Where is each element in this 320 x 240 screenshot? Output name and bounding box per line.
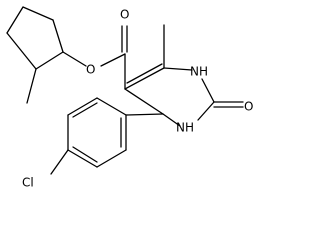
structure-diagram: O O NH NH O Cl (6, 6, 254, 190)
bond (124, 67, 165, 90)
bond (162, 113, 181, 127)
bond (126, 63, 163, 84)
bond (62, 51, 87, 67)
bond (67, 97, 98, 116)
aromatic-inner-bond (72, 146, 98, 163)
ester-oxygen-label: O (86, 63, 95, 77)
bond (163, 67, 193, 71)
bond (197, 101, 215, 121)
cyclopentyl-ring (6, 6, 87, 104)
chlorine-label: Cl (22, 176, 34, 190)
chlorophenyl-ring (50, 97, 164, 175)
bond (22, 6, 54, 21)
pyrimidinone-ring (124, 24, 244, 127)
carbonyl-oxygen-label: O (120, 8, 129, 22)
bond (124, 88, 164, 115)
ring-nh-lower-label: NH (176, 121, 194, 135)
bond (201, 78, 215, 103)
urea-oxygen-label: O (244, 100, 253, 114)
bond (125, 113, 164, 116)
bond (96, 97, 127, 116)
chloro-bond (50, 149, 69, 175)
bond (96, 149, 127, 168)
bond (100, 53, 126, 67)
ring-nh-upper-label: NH (190, 65, 208, 79)
bond (6, 32, 37, 70)
bond (35, 51, 64, 70)
methyl-bond (26, 68, 37, 104)
aromatic-inner-bond (72, 102, 98, 118)
bond (6, 6, 24, 34)
bond (52, 19, 64, 53)
ester-group (100, 25, 128, 90)
molecule-svg: O O NH NH O Cl (6, 6, 253, 190)
bond (67, 149, 98, 168)
